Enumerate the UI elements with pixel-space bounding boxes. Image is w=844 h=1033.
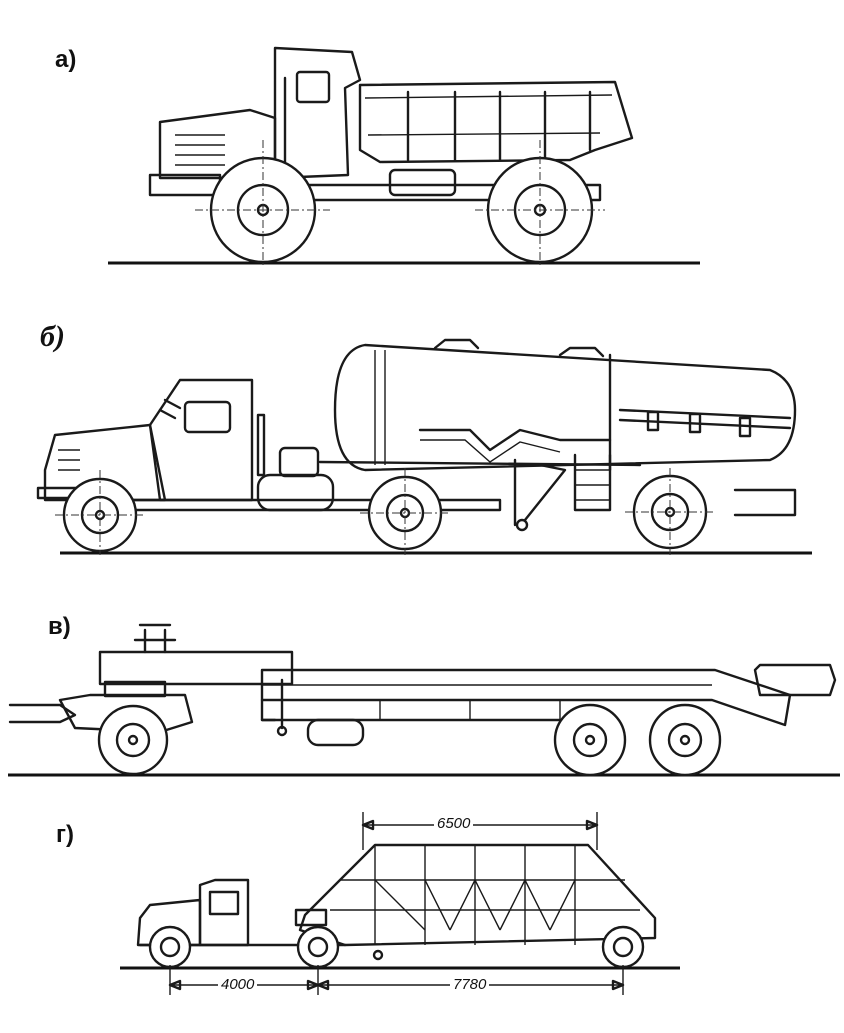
panel-label-g: г) [56, 821, 74, 848]
tanker-drive-wheel [360, 468, 450, 555]
tanker-front-wheel [55, 470, 145, 555]
drawbar [8, 703, 77, 724]
tank-hatch-1 [433, 338, 480, 350]
truss-trailer-wheel [601, 925, 645, 969]
tanker-trailer-wheel [625, 468, 715, 555]
truss-trailer-drawing [120, 812, 680, 995]
dump-truck-drawing [108, 46, 700, 265]
tool-box [306, 718, 365, 747]
dump-truck-cab [273, 46, 362, 180]
dimension-7780-label: 7780 [450, 977, 490, 992]
truss-tractor-hood [136, 898, 202, 947]
dump-body [358, 80, 634, 164]
tanker-cab [148, 378, 254, 502]
panel-label-b: б) [40, 320, 65, 353]
dump-truck-front-wheel [195, 140, 330, 265]
tank-hatch-2 [558, 346, 605, 358]
dump-truck-rear-wheel [475, 140, 605, 265]
front-platform [98, 650, 294, 686]
dump-truck-hood [158, 108, 277, 180]
rear-hook [753, 663, 837, 697]
coupling-head [133, 623, 177, 654]
truss-tractor-cab [198, 878, 250, 947]
fuel-tank [388, 168, 457, 197]
dimension-6500-label: 6500 [434, 816, 474, 831]
truss-drive-wheel [296, 925, 340, 969]
pump-unit [256, 473, 335, 512]
tank [333, 343, 797, 472]
truss-frame [298, 843, 657, 947]
trailer-wheel-2 [648, 703, 722, 777]
tanker-hood [43, 423, 167, 502]
dimension-4000-label: 4000 [218, 977, 258, 992]
panel-label-v: в) [48, 613, 71, 640]
truss-front-wheel [148, 925, 192, 969]
tanker-truck-drawing [36, 338, 812, 555]
lowbed-trailer-drawing [8, 623, 840, 777]
trailer-wheel-1 [553, 703, 627, 777]
dolly-wheel [97, 704, 169, 776]
panel-label-a: а) [55, 46, 77, 73]
